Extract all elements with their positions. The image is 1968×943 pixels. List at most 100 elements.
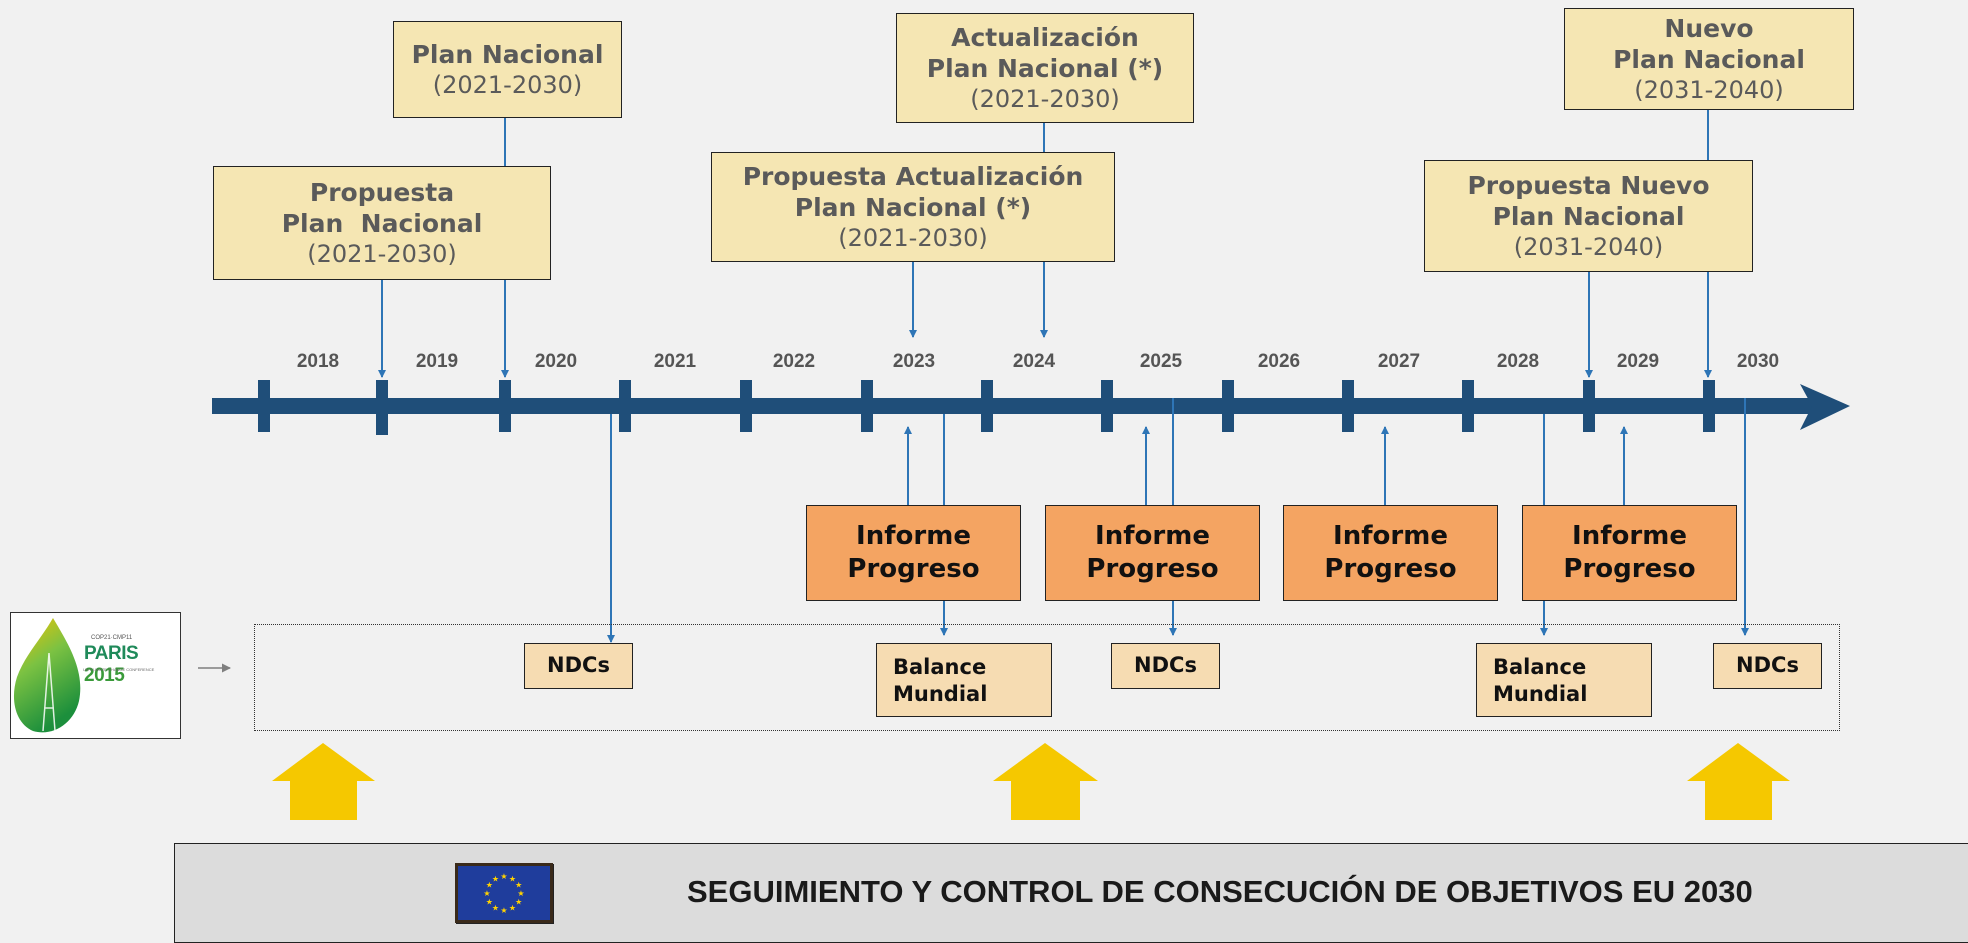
year-label: 2021: [653, 351, 697, 372]
plan-period: (2021-2030): [838, 224, 988, 253]
eu-flag-icon: ★★★★★★★★★★★★: [455, 863, 553, 923]
plan-period: (2021-2030): [307, 240, 457, 269]
banner-title: SEGUIMIENTO Y CONTROL DE CONSECUCIÓN DE …: [687, 874, 1753, 909]
logo-title: PARIS 2015: [84, 643, 139, 686]
event-label: Balance: [893, 655, 987, 679]
plan-title: Propuesta: [309, 177, 455, 207]
plan-title: Plan Nacional: [1613, 45, 1805, 74]
eu-stars: ★★★★★★★★★★★★: [483, 872, 524, 915]
year-label: 2025: [1139, 351, 1183, 372]
plan-box-nuevo: Nuevo Plan Nacional (2031-2040): [1564, 8, 1854, 110]
eu-star-icon: ★: [515, 881, 522, 890]
plan-title: Plan Nacional (*): [794, 193, 1032, 222]
ndcs-box: NDCs: [1111, 643, 1220, 689]
axis-tick: [1222, 380, 1234, 432]
yellow-up-arrow: [993, 743, 1098, 820]
timeline-arrowhead: [1800, 384, 1850, 430]
year-label: 2018: [296, 351, 340, 372]
year-label: 2020: [534, 351, 578, 372]
plan-period: (2031-2040): [1513, 233, 1664, 262]
informe-label: Progreso: [847, 554, 980, 584]
plan-box-actualizacion: Actualización Plan Nacional (*) (2021-20…: [896, 13, 1194, 123]
eu-star-icon: ★: [486, 898, 493, 907]
informe-label: Informe: [1095, 520, 1210, 551]
plan-period: (2021-2030): [432, 71, 583, 100]
plan-box-propuesta: Propuesta Plan Nacional (2021-2030): [213, 166, 551, 280]
axis-tick: [740, 380, 752, 432]
plan-box-propuesta-nuevo: Propuesta Nuevo Plan Nacional (2031-2040…: [1424, 160, 1753, 272]
eu-star-icon: ★: [492, 874, 499, 883]
axis-tick: [1583, 380, 1595, 432]
plan-box-plan-nacional: Plan Nacional (2021-2030): [393, 21, 622, 118]
plan-title: Actualización: [951, 22, 1139, 52]
plan-title: Plan Nacional (*): [926, 54, 1164, 83]
axis-tick: [258, 380, 270, 432]
eu-star-icon: ★: [517, 889, 524, 898]
year-label: 2028: [1496, 351, 1540, 372]
informe-label: Informe: [856, 520, 971, 551]
timeline-axis: [212, 398, 1812, 414]
plan-period: (2021-2030): [970, 85, 1120, 114]
axis-tick: [619, 380, 631, 432]
axis-tick: [499, 380, 511, 432]
eu-star-icon: ★: [509, 874, 516, 883]
event-label: Mundial: [1493, 682, 1588, 707]
ndcs-box: NDCs: [524, 643, 633, 689]
plan-title: Plan Nacional: [281, 209, 483, 238]
bottom-banner: ★★★★★★★★★★★★ SEGUIMIENTO Y CONTROL DE CO…: [174, 843, 1968, 943]
plan-title: Propuesta Nuevo: [1467, 170, 1710, 200]
eu-star-icon: ★: [509, 904, 516, 913]
plan-title: Plan Nacional: [1492, 202, 1685, 231]
logo-subtitle: UN CLIMATE CHANGE CONFERENCE: [83, 667, 155, 672]
axis-tick: [376, 380, 388, 435]
eu-star-icon: ★: [483, 889, 490, 898]
balance-mundial-box: Balance Mundial: [876, 643, 1052, 717]
paris-agreement-frame: [254, 624, 1840, 731]
event-label: Balance: [1493, 655, 1587, 679]
year-label: 2023: [892, 351, 936, 372]
informe-progreso-box: Informe Progreso: [806, 505, 1021, 601]
year-label: 2026: [1257, 351, 1301, 372]
event-label: NDCs: [1134, 653, 1197, 678]
axis-tick: [1462, 380, 1474, 432]
eu-star-icon: ★: [500, 906, 507, 915]
leaf-icon: [13, 618, 81, 733]
axis-tick: [1101, 380, 1113, 432]
year-label: 2024: [1012, 351, 1056, 372]
event-label: NDCs: [1736, 653, 1799, 678]
ndcs-box: NDCs: [1713, 643, 1822, 689]
year-label: 2027: [1377, 351, 1421, 372]
informe-label: Informe: [1333, 520, 1448, 551]
plan-period: (2031-2040): [1634, 76, 1784, 105]
plan-title: Propuesta Actualización: [742, 161, 1084, 191]
year-label: 2029: [1616, 351, 1660, 372]
logo-small-text: COP21·CMP11: [91, 635, 133, 641]
informe-label: Progreso: [1324, 554, 1457, 584]
eu-star-icon: ★: [500, 872, 507, 881]
axis-tick: [981, 380, 993, 432]
plan-title: Plan Nacional: [411, 39, 604, 69]
axis-tick: [1342, 380, 1354, 432]
informe-label: Progreso: [1086, 554, 1219, 584]
informe-label: Progreso: [1563, 554, 1696, 584]
eu-star-icon: ★: [486, 881, 493, 890]
yellow-up-arrow: [1687, 743, 1790, 820]
year-label: 2019: [415, 351, 459, 372]
informe-progreso-box: Informe Progreso: [1283, 505, 1498, 601]
axis-tick: [1703, 380, 1715, 432]
axis-tick: [861, 380, 873, 432]
paris-2015-logo: COP21·CMP11 PARIS 2015 UN CLIMATE CHANGE…: [10, 612, 181, 739]
year-label: 2030: [1736, 351, 1780, 372]
eu-star-icon: ★: [515, 898, 522, 907]
yellow-up-arrow: [272, 743, 375, 820]
informe-label: Informe: [1572, 520, 1687, 551]
event-label: NDCs: [547, 653, 610, 678]
informe-progreso-box: Informe Progreso: [1045, 505, 1260, 601]
plan-box-propuesta-actualizacion: Propuesta Actualización Plan Nacional (*…: [711, 152, 1115, 262]
balance-mundial-box: Balance Mundial: [1476, 643, 1652, 717]
year-label: 2022: [772, 351, 816, 372]
informe-progreso-box: Informe Progreso: [1522, 505, 1737, 601]
event-label: Mundial: [893, 682, 988, 707]
